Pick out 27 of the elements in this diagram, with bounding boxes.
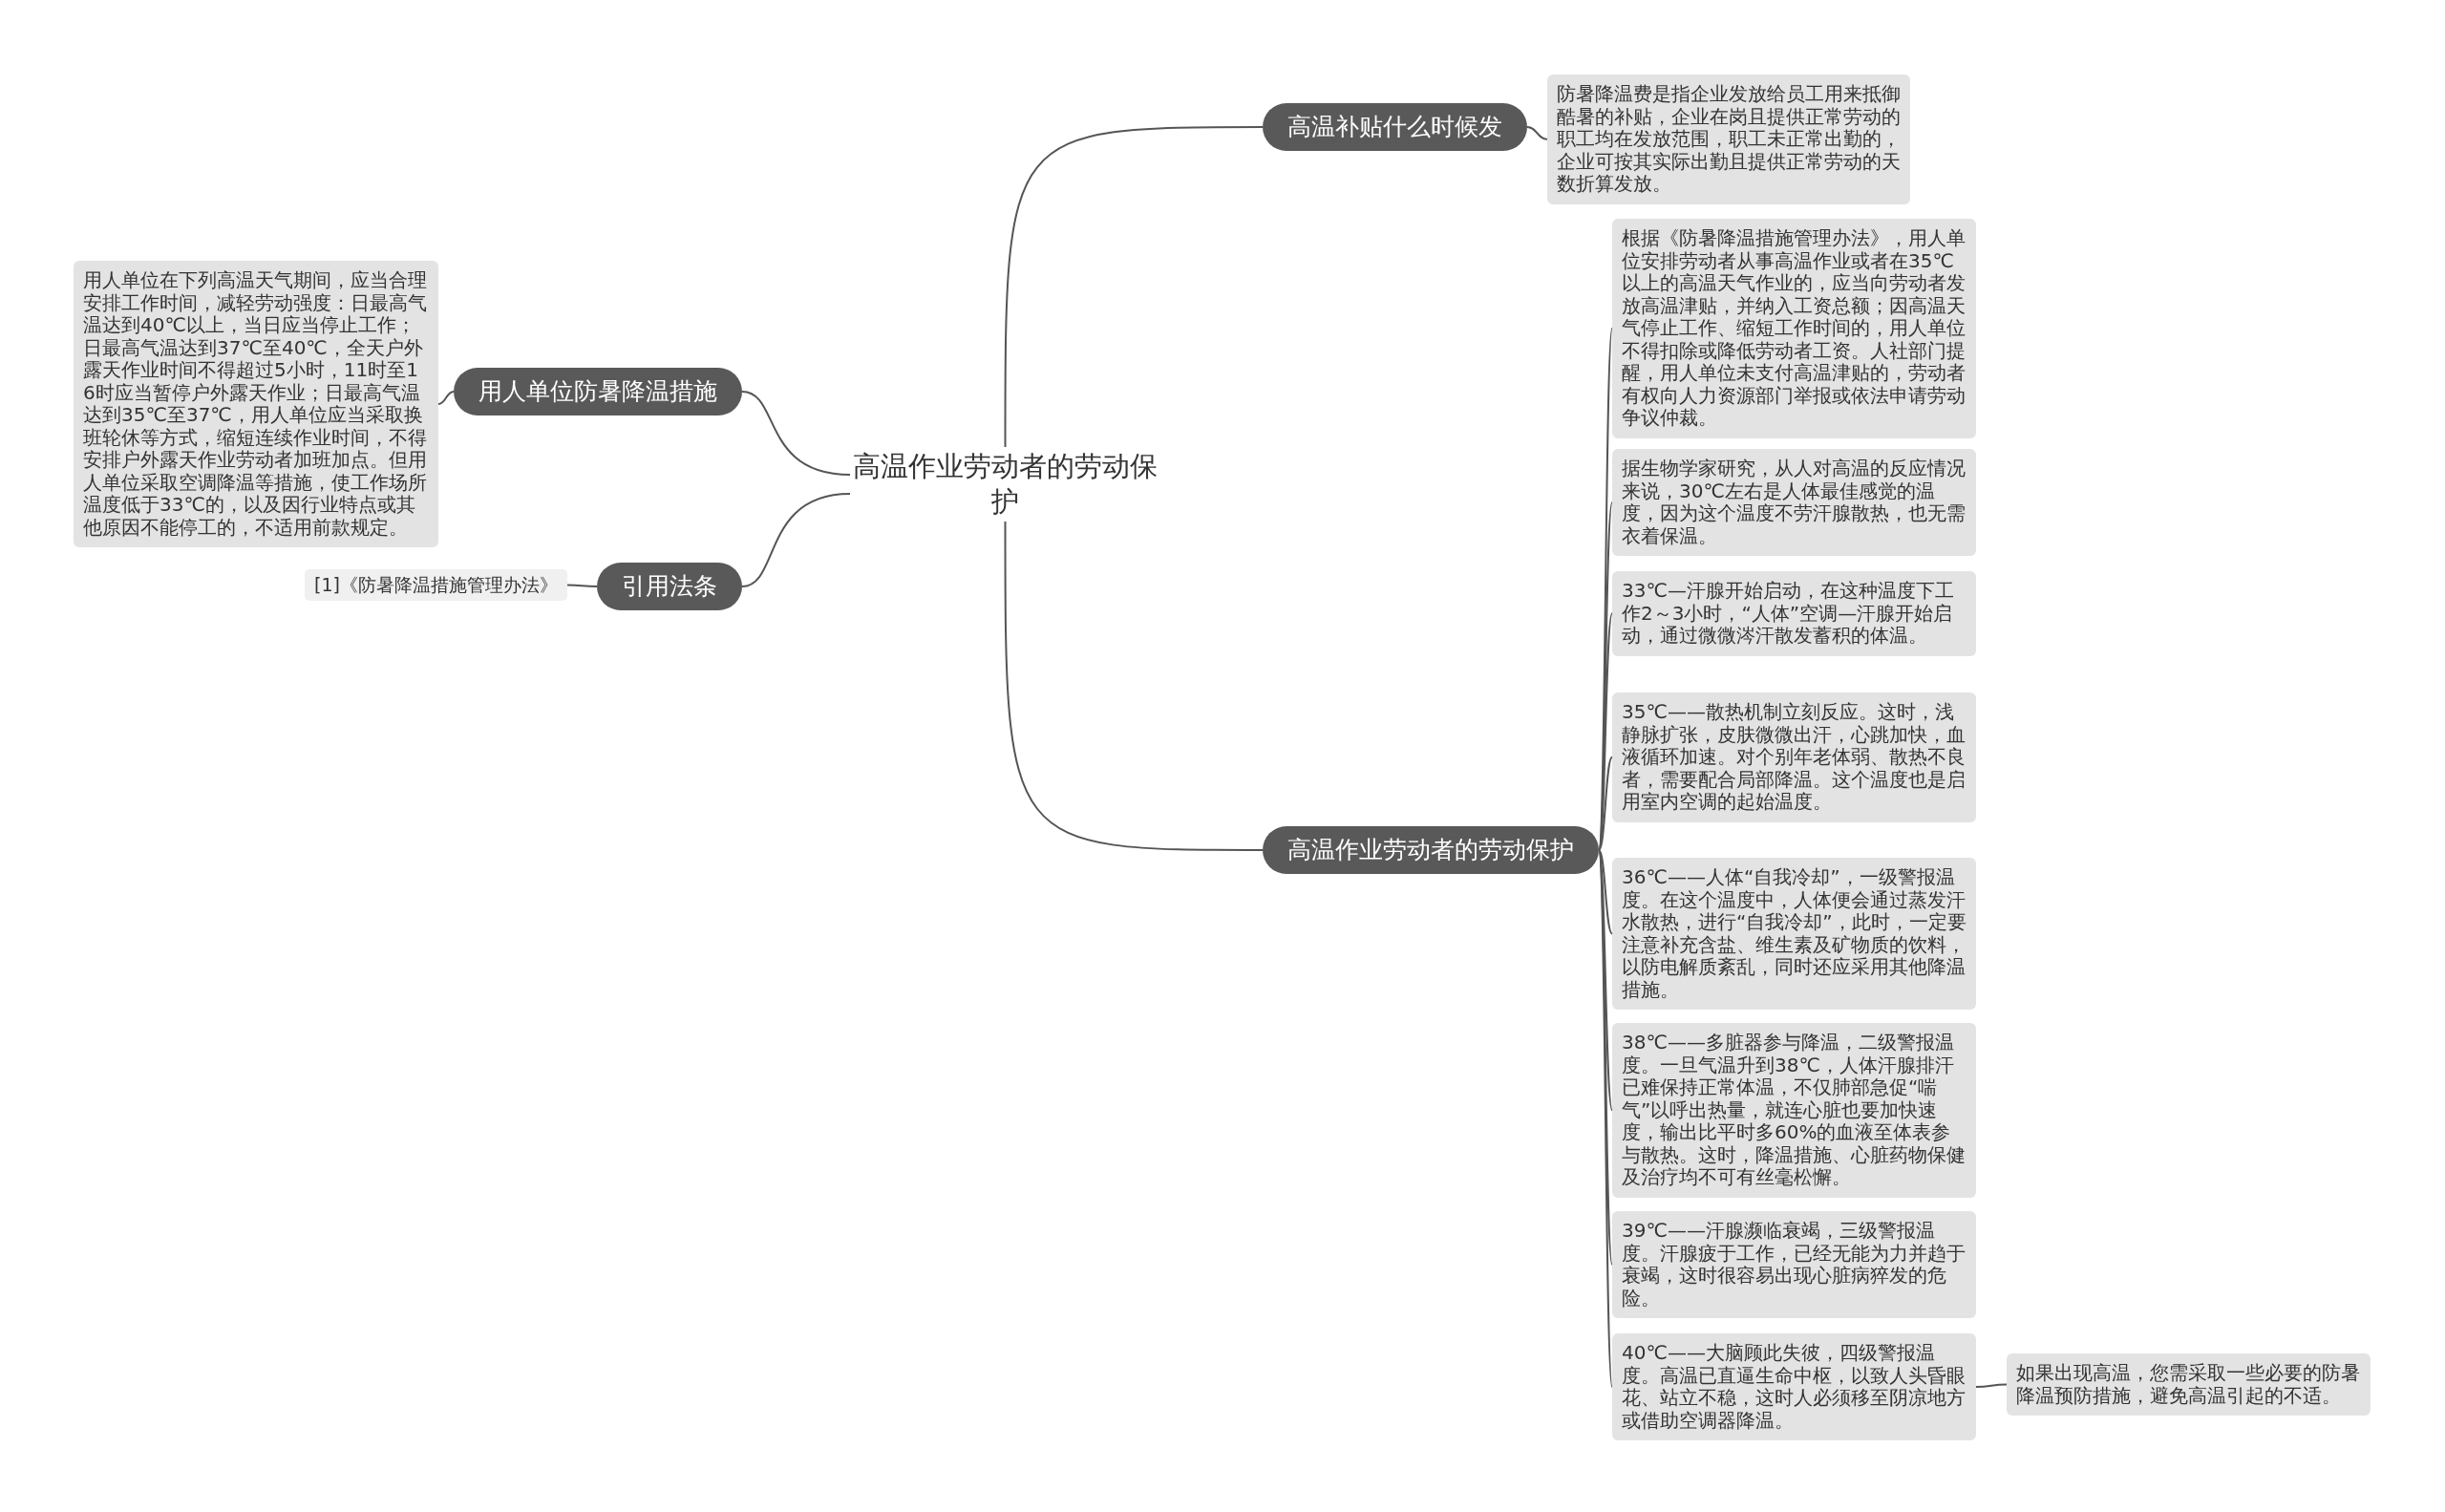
note-box: 33℃—汗腺开始启动，在这种温度下工作2～3小时，“人体”空调—汗腺开始启动，通过微微涔汗散发蓄积的体温。: [1612, 571, 1976, 656]
connector-line: [741, 391, 851, 476]
note-box: 35℃——散热机制立刻反应。这时，浅静脉扩张，皮肤微微出汗，心跳加快，血液循环加速。对个别年老体弱、散热不良者，需要配合局部降温。这个温度也是启用室内空调的起始温度。: [1612, 692, 1976, 822]
connector-line: [1598, 756, 1613, 851]
note-box: 38℃——多脏器参与降温，二级警报温度。一旦气温升到38℃，人体汗腺排汗已难保持正常体温，不仅肺部急促“喘气”以呼出热量，就连心脏也要加快速度，输出比平时多60%的血液至体表参与散热。这时，降温措施、心脏药物保健及治疗均不可有丝毫松懈。: [1612, 1023, 1976, 1198]
note-box: 36℃——人体“自我冷却”，一级警报温度。在这个温度中，人体便会通过蒸发汗水散热，进行“自我冷却”，此时，一定要注意补充含盐、维生素及矿物质的饮料，以防电解质紊乱，同时还应采用其他降温措施。: [1612, 858, 1976, 1010]
note-box: 如果出现高温，您需采取一些必要的防暑降温预防措施，避免高温引起的不适。: [2007, 1353, 2371, 1416]
central-topic: 高温作业劳动者的劳动保护: [840, 447, 1170, 522]
note-box: 防暑降温费是指企业发放给员工用来抵御酷暑的补贴，企业在岗且提供正常劳动的职工均在发放范围，职工未正常出勤的，企业可按其实际出勤且提供正常劳动的天数折算发放。: [1547, 75, 1910, 204]
reference-label: [1]《防暑降温措施管理办法》: [305, 569, 567, 601]
note-box: 40℃——大脑顾此失彼，四级警报温度。高温已直逼生命中枢，以致人头昏眼花、站立不稳，这时人必须移至阴凉地方或借助空调器降温。: [1612, 1333, 1976, 1440]
topic-pill: 用人单位防暑降温措施: [454, 368, 742, 415]
connector-line: [565, 584, 598, 587]
note-box: 用人单位在下列高温天气期间，应当合理安排工作时间，减轻劳动强度：日最高气温达到40℃以上，当日应当停止工作；日最高气温达到37℃至40℃，全天户外露天作业时间不得超过5小时，11时至16时应当暂停户外露天作业；日最高气温达到35℃至37℃，用人单位应当采取换班轮休等方式，缩短连续作业时间，不得安排户外露天作业劳动者加班加点。但用人单位采取空调降温等措施，使工作场所温度低于33℃的，以及因行业特点或其他原因不能停工的，不适用前款规定。: [74, 261, 438, 547]
connector-line: [1526, 126, 1548, 140]
topic-pill: 高温作业劳动者的劳动保护: [1263, 826, 1599, 874]
connector-line: [1975, 1383, 2008, 1388]
connector-line: [1004, 126, 1264, 448]
connector-line: [1598, 849, 1613, 935]
note-box: 据生物学家研究，从人对高温的反应情况来说，30℃左右是人体最佳感觉的温度，因为这个温度不劳汗腺散热，也无需衣着保温。: [1612, 449, 1976, 556]
connector-line: [741, 493, 851, 587]
note-box: 根据《防暑降温措施管理办法》，用人单位安排劳动者从事高温作业或者在35℃以上的高温天气作业的，应当向劳动者发放高温津贴，并纳入工资总额；因高温天气停止工作、缩短工作时间的，用人单位不得扣除或降低劳动者工资。人社部门提醒，用人单位未支付高温津贴的，劳动者有权向人力资源部门举报或依法申请劳动争议仲裁。: [1612, 219, 1976, 438]
topic-pill: 引用法条: [597, 563, 742, 610]
note-box: 39℃——汗腺濒临衰竭，三级警报温度。汗腺疲于工作，已经无能为力并趋于衰竭，这时很容易出现心脏病猝发的危险。: [1612, 1211, 1976, 1318]
connector-line: [1004, 521, 1264, 851]
topic-pill: 高温补贴什么时候发: [1263, 103, 1527, 151]
connector-line: [437, 391, 455, 405]
